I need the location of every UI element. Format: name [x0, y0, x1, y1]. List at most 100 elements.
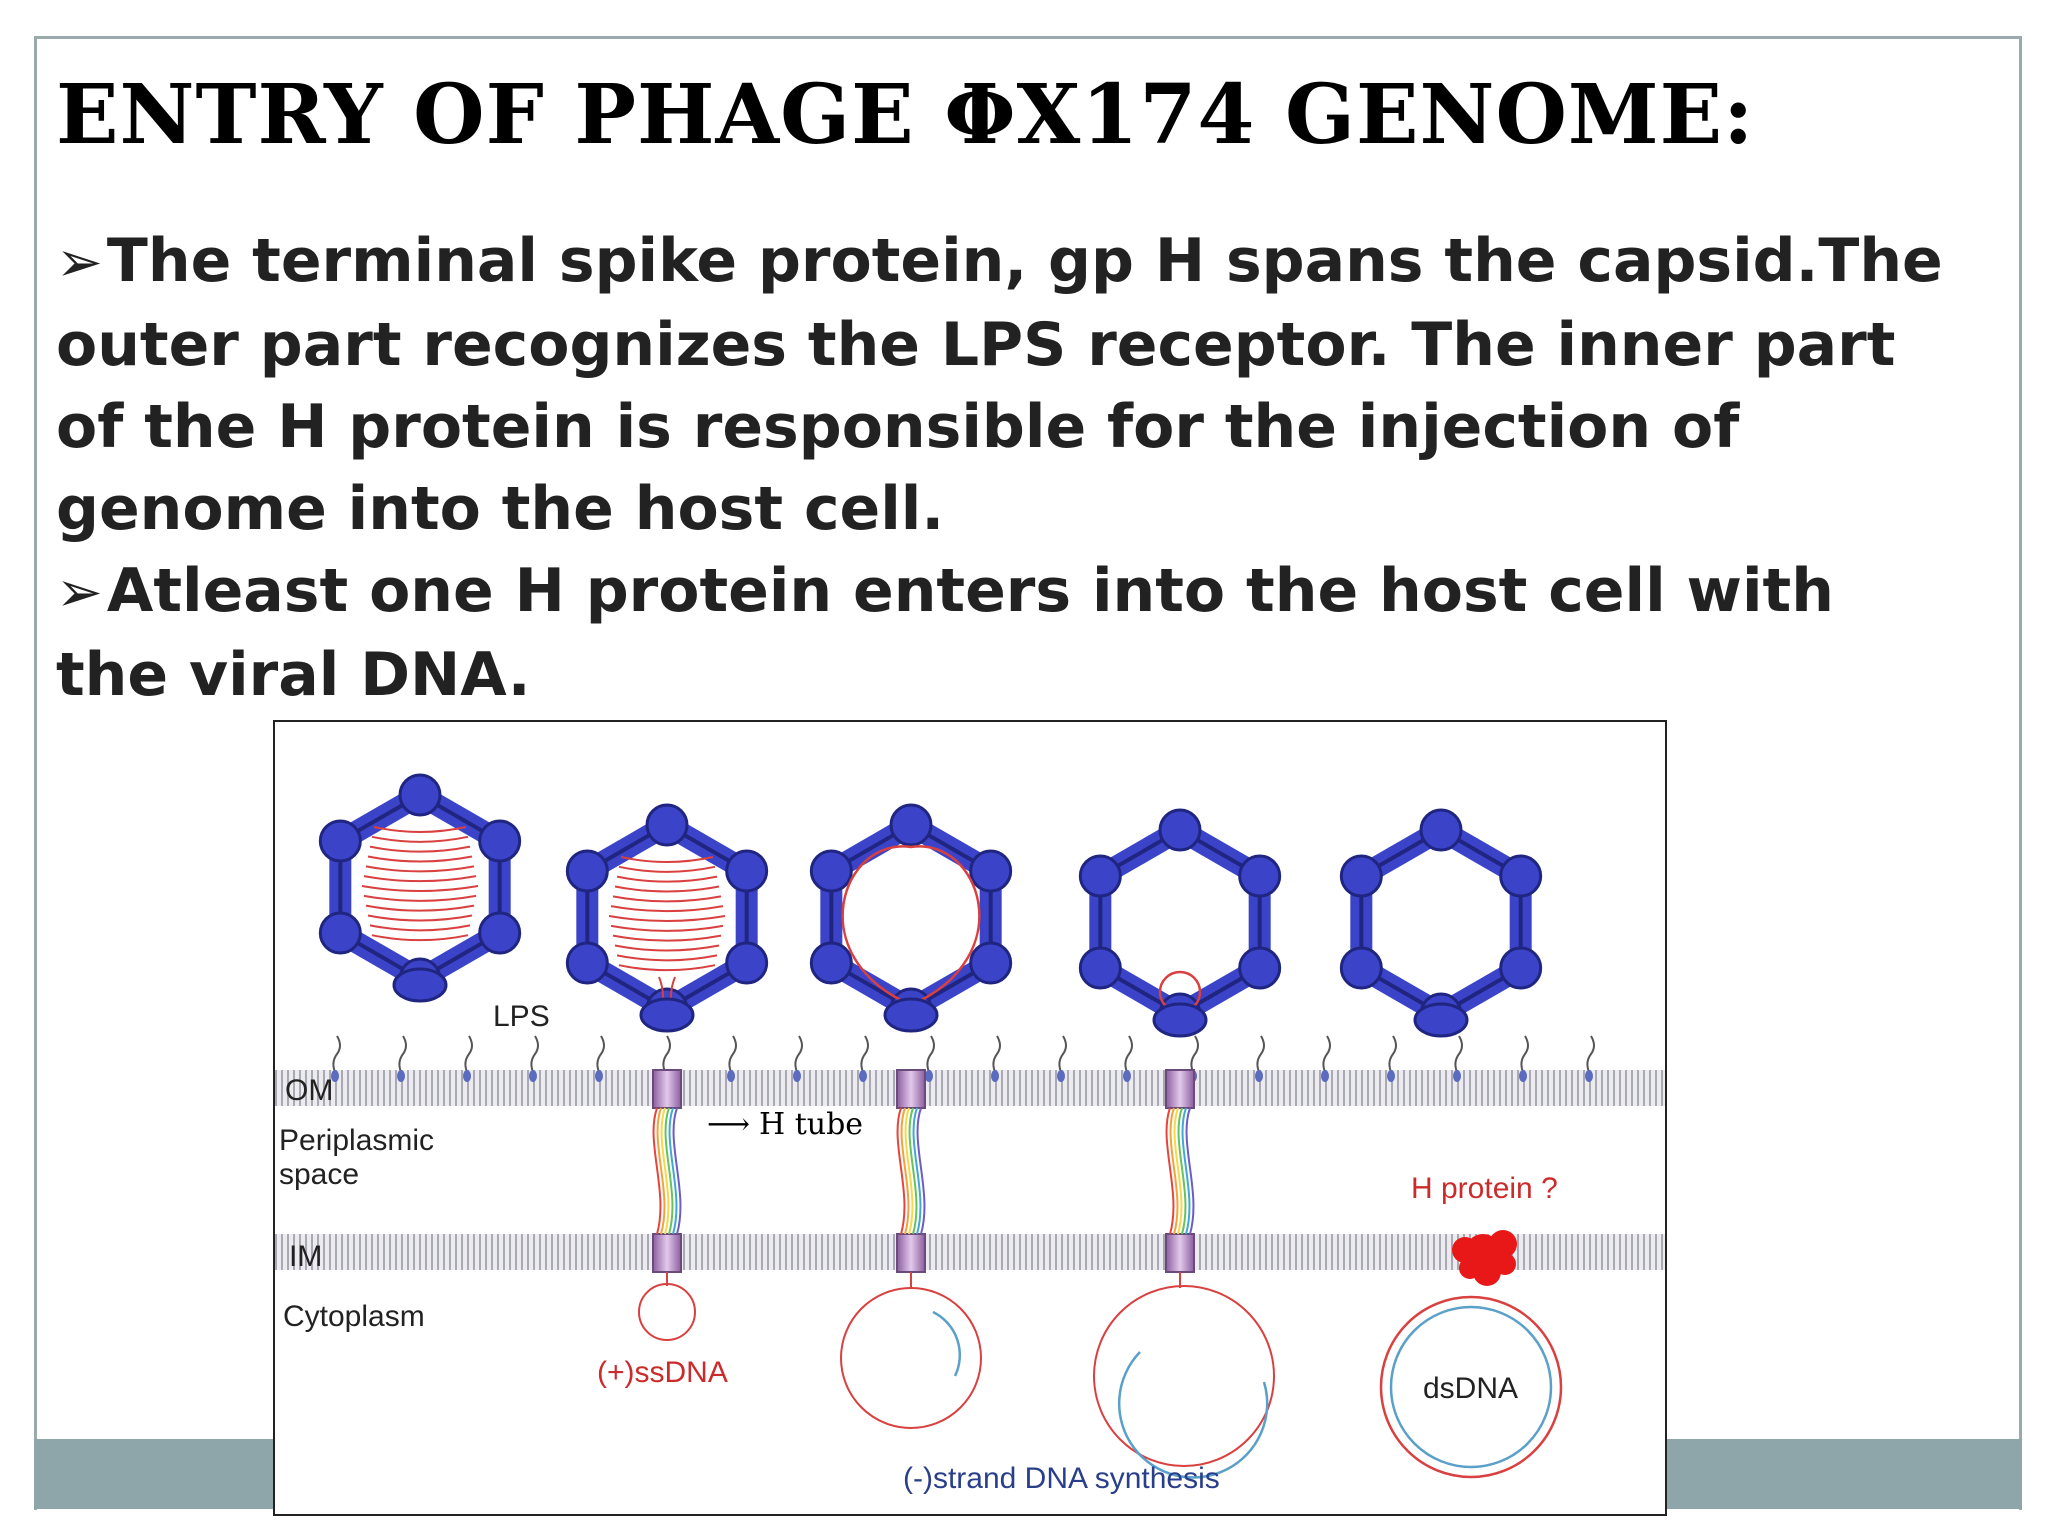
tube-helix [908, 1107, 918, 1235]
phage-entry-figure: LPS OM Periplasmic space IM Cytoplasm ⟶ … [273, 720, 1667, 1516]
tube-helix [900, 1107, 910, 1235]
bullet-arrow-icon: ➢ [56, 230, 103, 295]
capsid-spike [565, 941, 609, 985]
tube-helix [1165, 1107, 1175, 1235]
cytoplasm-label: Cytoplasm [283, 1300, 425, 1333]
minus-strand-arc [1117, 1351, 1269, 1479]
phage-entry-diagram: LPS OM Periplasmic space IM Cytoplasm ⟶ … [275, 773, 1665, 1495]
capsid-3 [809, 803, 1013, 1033]
lps-molecule [332, 1035, 341, 1073]
tube-helix [660, 1107, 670, 1235]
lps-molecule [1388, 1035, 1397, 1073]
lps-head [463, 1070, 471, 1082]
lps-head [1585, 1070, 1593, 1082]
tube-helix [1169, 1107, 1179, 1235]
dsdna-inner [1389, 1305, 1553, 1469]
bullet-arrow-icon: ➢ [56, 560, 103, 625]
capsid-spike [725, 941, 769, 985]
ssdna-circle [638, 1283, 696, 1341]
lps-molecules [331, 1035, 1595, 1082]
capsid-spike [478, 911, 522, 955]
tube-om-segment [652, 1069, 682, 1109]
tube-om-segment [896, 1069, 926, 1109]
capsid-base [883, 997, 939, 1033]
tube-helix [1173, 1107, 1183, 1235]
capsid-spike [1078, 946, 1122, 990]
h-protein-blob [1452, 1230, 1517, 1286]
dna-loop [841, 845, 981, 1007]
lps-molecule [596, 1035, 605, 1073]
h-tube-3 [1093, 1069, 1275, 1479]
capsid-spike [1238, 946, 1282, 990]
h-tube-2 [840, 1069, 982, 1429]
capsid-spike [318, 911, 362, 955]
capsid-base [392, 967, 448, 1003]
lps-molecule [794, 1035, 803, 1073]
h-tube-label: H tube [759, 1107, 863, 1142]
lps-molecule [926, 1035, 935, 1073]
tube-helix [916, 1107, 926, 1235]
bullet-2: ➢Atleast one H protein enters into the h… [56, 550, 1956, 716]
capsid-spike [1238, 854, 1282, 898]
ssdna-label: (+)ssDNA [597, 1356, 728, 1389]
lps-head [727, 1070, 735, 1082]
capsid-spike [725, 849, 769, 893]
capsid-spike [478, 819, 522, 863]
capsid-spike [565, 849, 609, 893]
lps-head [991, 1070, 999, 1082]
capsid-spike [398, 773, 442, 817]
capsids [318, 773, 1543, 1038]
ssdna-circle [840, 1287, 982, 1429]
tube-im-segment [1165, 1233, 1195, 1273]
tube-helix [652, 1107, 662, 1235]
lps-head [529, 1070, 537, 1082]
tube-im-segment [652, 1233, 682, 1273]
capsid-base [1152, 1002, 1208, 1038]
capsid-spike [809, 941, 853, 985]
capsid-spike [969, 849, 1013, 893]
capsid-spike [889, 803, 933, 847]
bullet-2-text: Atleast one H protein enters into the ho… [56, 556, 1834, 710]
capsid-spike [809, 849, 853, 893]
capsid-spike [1339, 854, 1383, 898]
capsid-spike [1499, 946, 1543, 990]
tube-helix [904, 1107, 914, 1235]
tube-helix [1185, 1107, 1195, 1235]
slide-title: ENTRY OF PHAGE ΦX174 GENOME: [56, 67, 1755, 163]
tube-om-segment [1165, 1069, 1195, 1109]
bullet-1: ➢The terminal spike protein, gp H spans … [56, 220, 1956, 550]
lps-head [1387, 1070, 1395, 1082]
inner-membrane [275, 1234, 1665, 1270]
capsid-2 [565, 803, 769, 1033]
lps-head [793, 1070, 801, 1082]
lps-head [925, 1070, 933, 1082]
outer-membrane [275, 1070, 1665, 1106]
lps-head [1057, 1070, 1065, 1082]
tube-helix [656, 1107, 666, 1235]
tube-helix [672, 1107, 682, 1235]
h-protein-label: H protein ? [1411, 1172, 1558, 1205]
lps-label: LPS [493, 1000, 550, 1033]
lps-head [859, 1070, 867, 1082]
space-label: space [279, 1158, 359, 1191]
periplasmic-label: Periplasmic [279, 1124, 434, 1157]
lps-molecule [398, 1035, 407, 1073]
lps-head [1321, 1070, 1329, 1082]
lps-molecule [860, 1035, 869, 1073]
dsdna-circle [1379, 1295, 1563, 1479]
capsid-spike [1158, 808, 1202, 852]
ssdna-circle [1093, 1285, 1275, 1467]
lps-molecule [1256, 1035, 1265, 1073]
lps-head [331, 1070, 339, 1082]
lps-molecule [1586, 1035, 1595, 1073]
tube-helix [1181, 1107, 1191, 1235]
lps-head [595, 1070, 603, 1082]
capsid-spike [1419, 808, 1463, 852]
lps-molecule [728, 1035, 737, 1073]
lps-head [1453, 1070, 1461, 1082]
lps-head [1123, 1070, 1131, 1082]
lps-head [397, 1070, 405, 1082]
h-tube-arrow-icon: ⟶ [707, 1107, 750, 1142]
lps-molecule [1124, 1035, 1133, 1073]
capsid-spike [645, 803, 689, 847]
